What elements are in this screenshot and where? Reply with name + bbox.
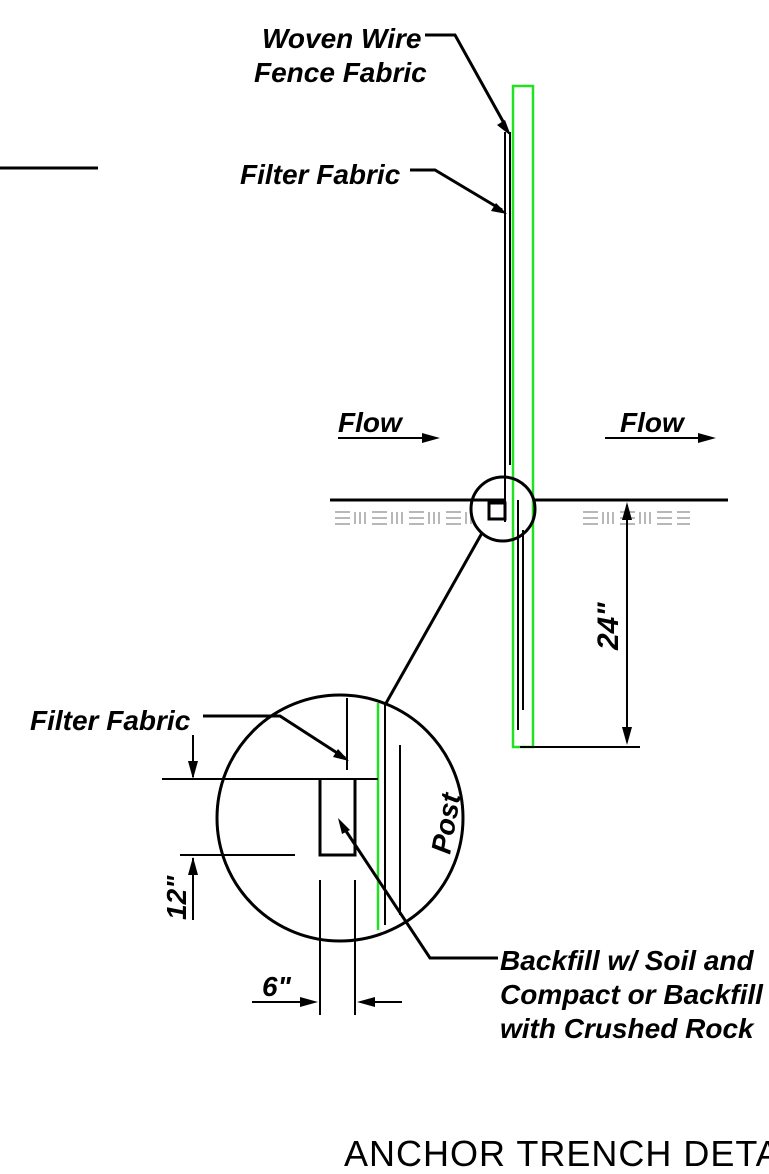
detail-leader [383,532,484,706]
trench-depth-arrow-top [188,761,198,779]
trench-depth-label: 12" [161,875,192,920]
filter-fabric-top-leader [410,168,503,212]
backfill-label-1: Backfill w/ Soil and [500,945,755,976]
detail-trench [318,780,357,857]
filter-fabric-top-label: Filter Fabric [240,159,401,190]
filter-fabric-detail-arrowhead [333,749,349,761]
backfill-label-3: with Crushed Rock [500,1013,755,1044]
flow-right-label: Flow [620,407,686,438]
depth-dim-arrow-top [622,502,632,520]
detail-callout-small [469,475,537,543]
backfill-label-2: Compact or Backfill [500,979,764,1010]
trench-width-arrow-left [300,997,318,1007]
flow-right-arrowhead [698,433,716,443]
flow-left-label: Flow [338,407,404,438]
trench-width-label: 6" [262,971,292,1002]
filter-fabric-top-arrowhead [491,203,507,214]
backfill-leader [340,824,498,960]
trench-small [487,501,507,521]
detail-circle-large [215,693,465,943]
filter-fabric-detail-label: Filter Fabric [30,705,191,736]
ground-hatch-left [335,511,472,525]
filter-fabric-detail-leader [203,714,346,760]
depth-label: 24" [592,602,625,651]
woven-wire-label-2: Fence Fabric [254,57,427,88]
trench-depth-arrow-bottom [188,857,198,875]
woven-wire-arrowhead [497,120,511,136]
woven-wire-label-1: Woven Wire [262,23,421,54]
woven-wire-leader [425,33,507,126]
flow-left-arrowhead [422,433,440,443]
drawing-title: ANCHOR TRENCH DETAIL [344,1133,769,1174]
backfill-arrowhead [338,818,350,834]
depth-dim-arrow-bottom [622,727,632,745]
ground-hatch-right [583,511,690,525]
trench-width-arrow-right [357,997,375,1007]
